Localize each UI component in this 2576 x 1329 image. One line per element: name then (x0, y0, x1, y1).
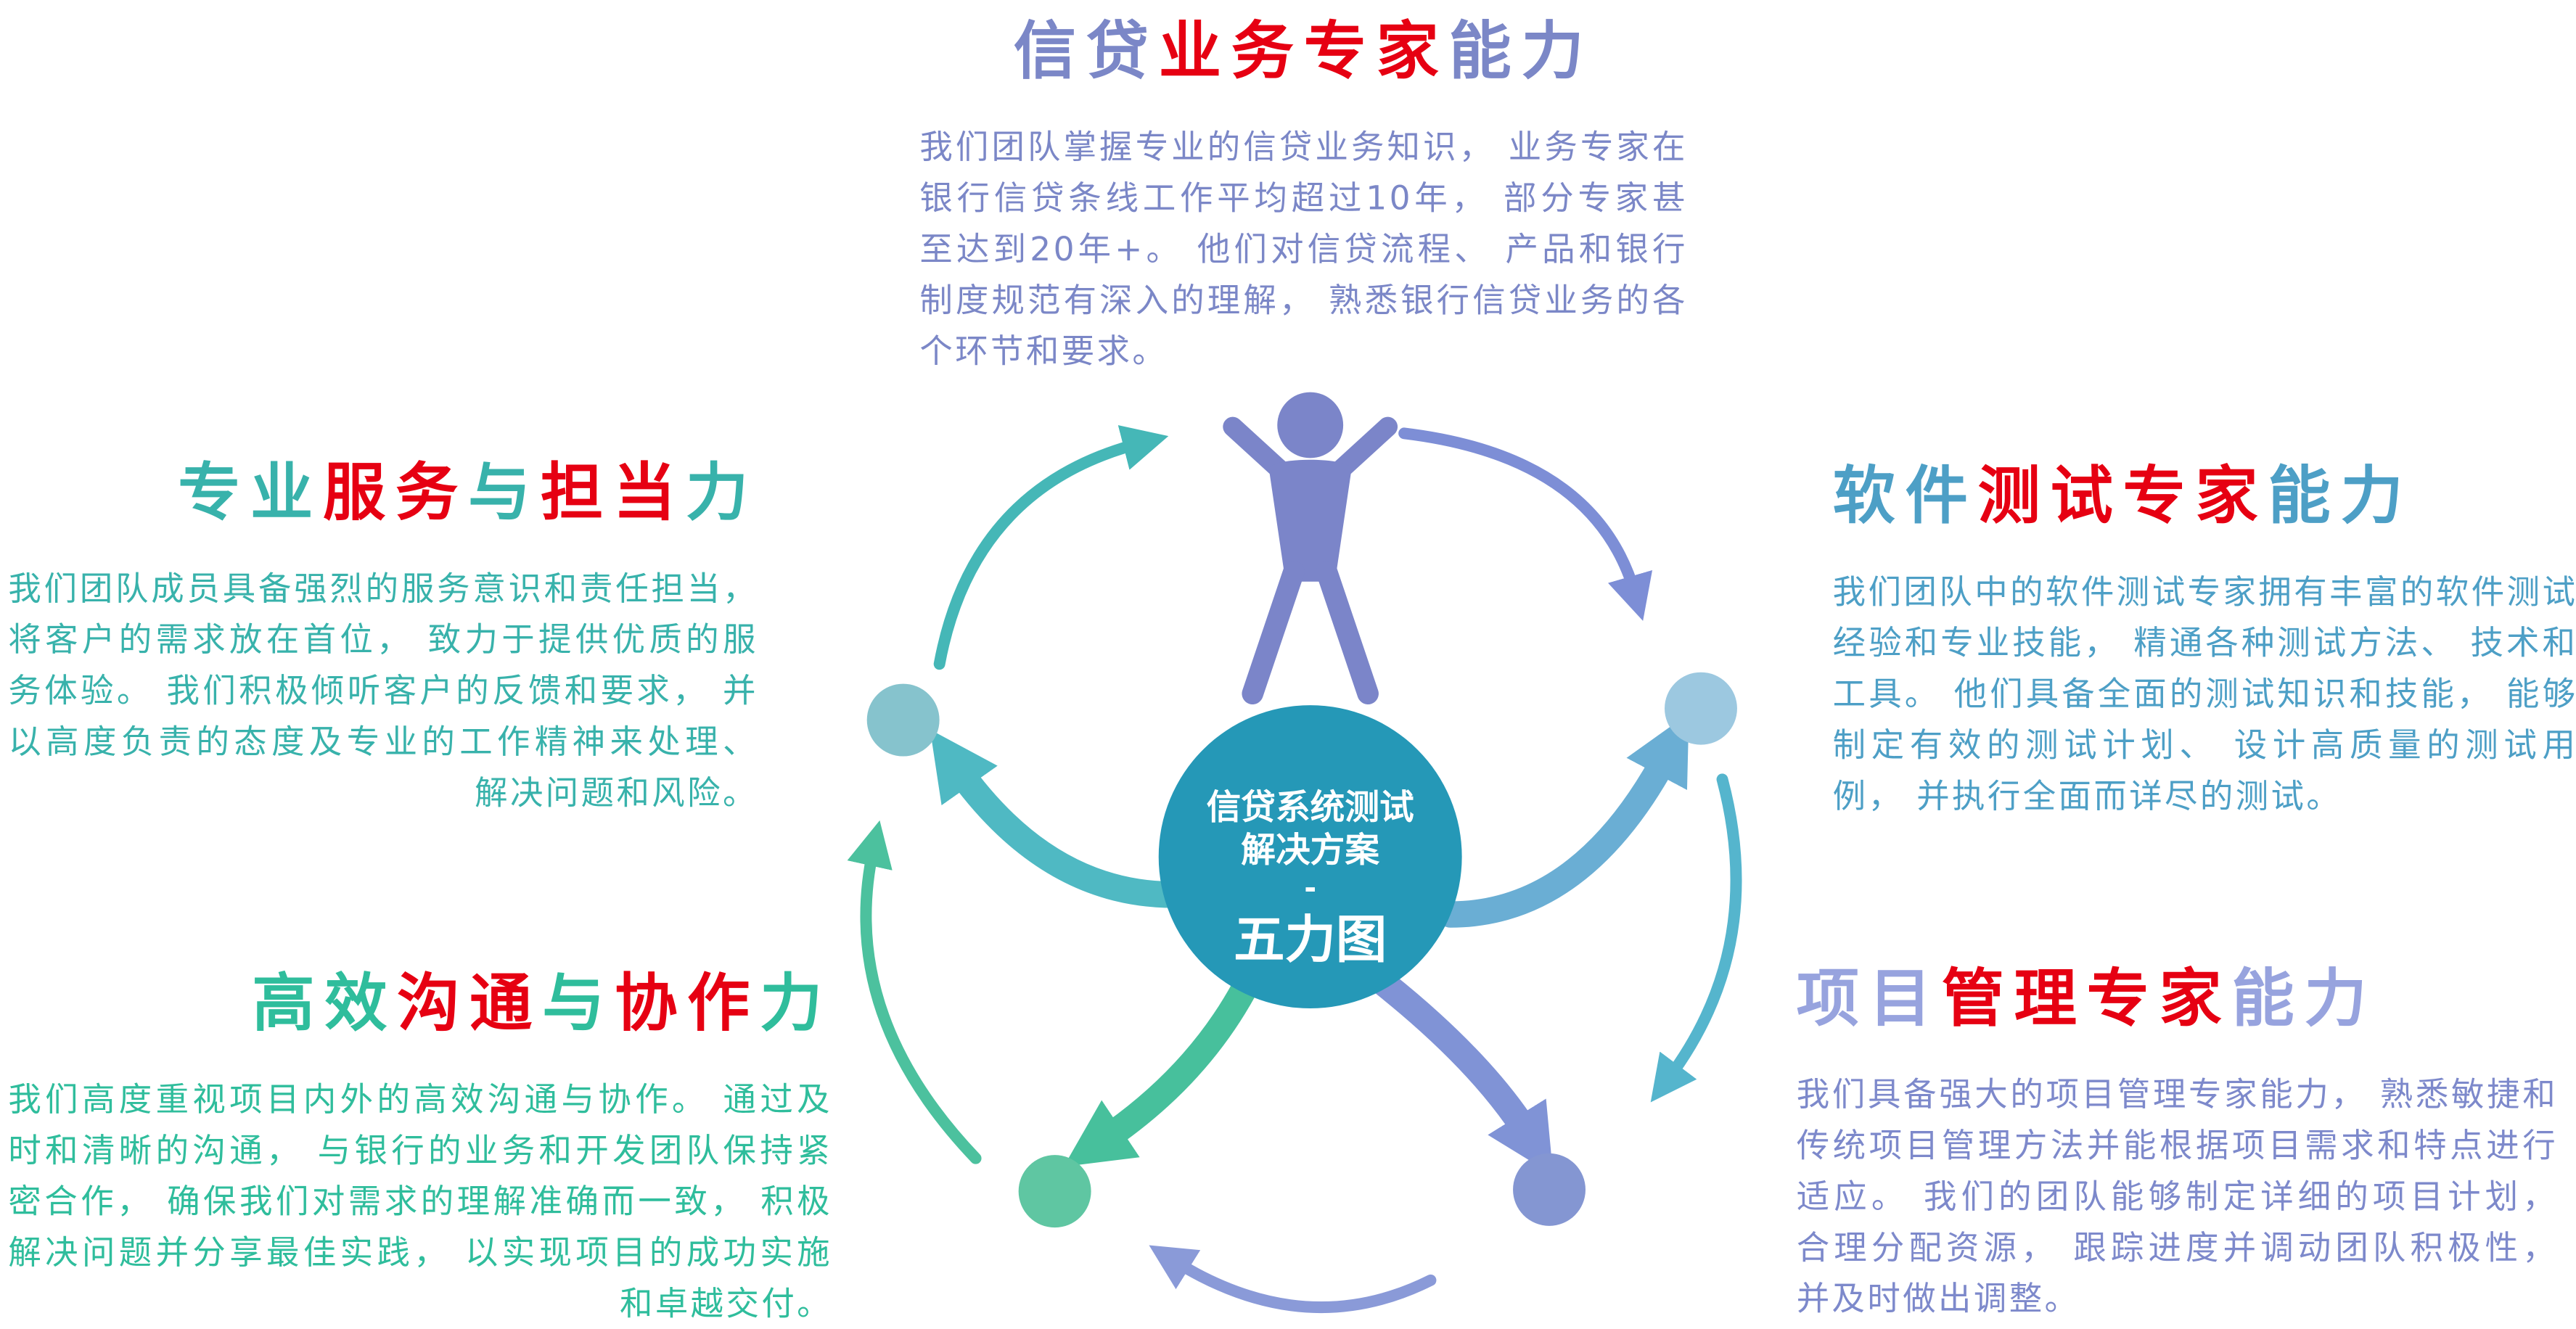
person-head (1277, 392, 1344, 458)
title-part: 软件 (1832, 459, 1978, 532)
title-part: 服务 (323, 456, 468, 530)
section-credit-business-body: 我们团队掌握专业的信贷业务知识， 业务专家在银行信贷条线工作平均超过10年， 部… (919, 126, 1688, 371)
title-part: 担当 (540, 456, 686, 530)
arc-left-to-top (933, 425, 1169, 670)
arc-top-to-right (1398, 427, 1653, 621)
arc-bottom-right-to-bottom-left (1149, 1245, 1437, 1313)
center-line3: 五力图 (1234, 910, 1387, 970)
center-dash: - (1304, 871, 1316, 905)
section-credit-business: 信贷业务专家能力 我们团队掌握专业的信贷业务知识， 业务专家在银行信贷条线工作平… (919, 15, 1688, 377)
title-part: 信贷 (1013, 15, 1159, 88)
section-professional-service-title: 专业服务与担当力 (8, 456, 758, 530)
center-line2: 解决方案 (1241, 831, 1379, 871)
title-part: 项目 (1796, 962, 1942, 1035)
title-part: 与 (542, 967, 615, 1040)
person-figure (1223, 392, 1398, 704)
node-left (866, 683, 940, 757)
section-project-management-body: 我们具备强大的项目管理专家能力， 熟悉敏捷和传统项目管理方法并能根据项目需求和特… (1796, 1074, 2559, 1318)
title-part: 力 (685, 456, 758, 530)
five-forces-diagram: 信贷系统测试 解决方案 - 五力图 (847, 392, 1742, 1313)
section-software-testing: 软件测试专家能力 我们团队中的软件测试专家拥有丰富的软件测试经验和专业技能， 精… (1832, 459, 2576, 822)
title-part: 力 (760, 967, 833, 1040)
title-part: 能力 (1448, 15, 1594, 88)
title-part: 沟通 (397, 967, 543, 1040)
title-part: 能力 (2231, 962, 2377, 1035)
swoosh-center-to-right (1437, 713, 1689, 928)
section-software-testing-title: 软件测试专家能力 (1832, 459, 2576, 533)
title-part: 测试专家 (1977, 459, 2268, 532)
title-part: 业务专家 (1158, 15, 1449, 88)
title-part: 管理专家 (1941, 962, 2232, 1035)
node-right (1665, 672, 1737, 745)
swoosh-center-to-bottom-right (1371, 970, 1554, 1175)
arc-right-to-bottom-right (1650, 773, 1742, 1103)
section-professional-service: 专业服务与担当力 我们团队成员具备强烈的服务意识和责任担当， 将客户的需求放在首… (8, 456, 758, 818)
center-line1: 信贷系统测试 (1207, 788, 1414, 828)
node-bottom-left (1018, 1155, 1091, 1228)
title-part: 高效 (252, 967, 398, 1040)
person-leg-left (1242, 561, 1305, 704)
section-communication-body: 我们高度重视项目内外的高效沟通与协作。 通过及时和清晰的沟通， 与银行的业务和开… (8, 1078, 833, 1323)
title-part: 专业 (178, 456, 324, 530)
title-part: 能力 (2268, 459, 2413, 532)
section-credit-business-title: 信贷业务专家能力 (919, 15, 1687, 89)
section-software-testing-body: 我们团队中的软件测试专家拥有丰富的软件测试经验和专业技能， 精通各种测试方法、 … (1832, 571, 2576, 815)
swoosh-center-to-left (930, 729, 1187, 908)
section-communication-title: 高效沟通与协作力 (8, 967, 833, 1041)
person-leg-right (1316, 561, 1379, 704)
section-project-management: 项目管理专家能力 我们具备强大的项目管理专家能力， 熟悉敏捷和传统项目管理方法并… (1796, 962, 2559, 1325)
person-torso (1268, 459, 1352, 582)
section-project-management-title: 项目管理专家能力 (1796, 962, 2558, 1036)
title-part: 协作 (615, 967, 760, 1040)
node-bottom-right (1513, 1153, 1586, 1226)
section-professional-service-body: 我们团队成员具备强烈的服务意识和责任担当， 将客户的需求放在首位， 致力于提供优… (8, 567, 758, 812)
arc-bottom-left-to-left (847, 820, 982, 1164)
swoosh-center-to-bottom-left (1063, 975, 1258, 1167)
section-communication: 高效沟通与协作力 我们高度重视项目内外的高效沟通与协作。 通过及时和清晰的沟通，… (8, 967, 833, 1329)
title-part: 与 (467, 456, 541, 530)
center-circle (1158, 705, 1462, 1009)
